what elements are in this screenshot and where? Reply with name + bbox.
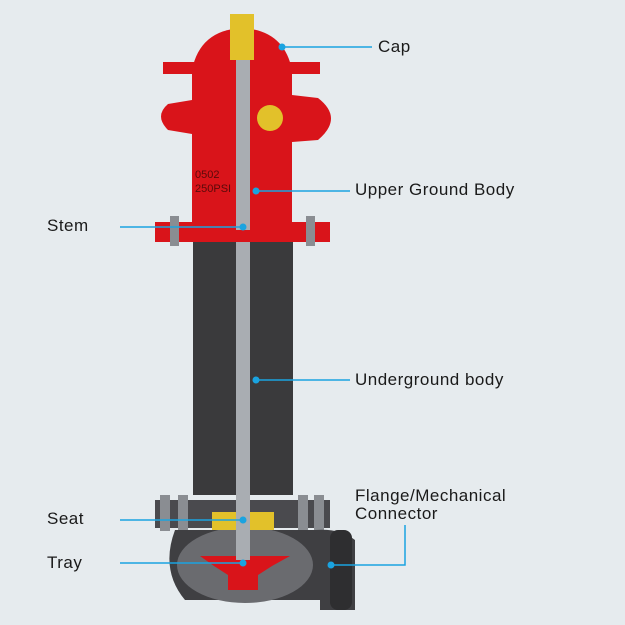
leader-lines bbox=[120, 46, 406, 566]
stem-upper bbox=[236, 60, 250, 230]
pumper-cap bbox=[257, 105, 283, 131]
left-nozzle bbox=[161, 100, 192, 134]
cap-flange-right bbox=[282, 62, 320, 74]
right-nozzle bbox=[292, 95, 331, 142]
body-marking-2: 250PSI bbox=[195, 183, 231, 195]
label-stem: Stem bbox=[47, 216, 89, 235]
operating-nut bbox=[230, 14, 254, 60]
label-cap: Cap bbox=[378, 37, 411, 56]
cap-flange-left bbox=[163, 62, 203, 74]
lower-bolts bbox=[160, 495, 324, 531]
label-flange-line2: Connector bbox=[355, 504, 438, 523]
label-upper-ground-body: Upper Ground Body bbox=[355, 180, 515, 199]
outlet-flange bbox=[330, 530, 352, 610]
label-seat: Seat bbox=[47, 509, 84, 528]
label-underground-body: Underground body bbox=[355, 370, 504, 389]
label-flange-line1: Flange/Mechanical bbox=[355, 486, 507, 505]
label-tray: Tray bbox=[47, 553, 83, 572]
upper-bolts bbox=[170, 216, 315, 246]
leader-dots bbox=[239, 43, 335, 569]
body-marking-1: 0502 bbox=[195, 169, 219, 181]
tray-valve bbox=[200, 556, 290, 590]
